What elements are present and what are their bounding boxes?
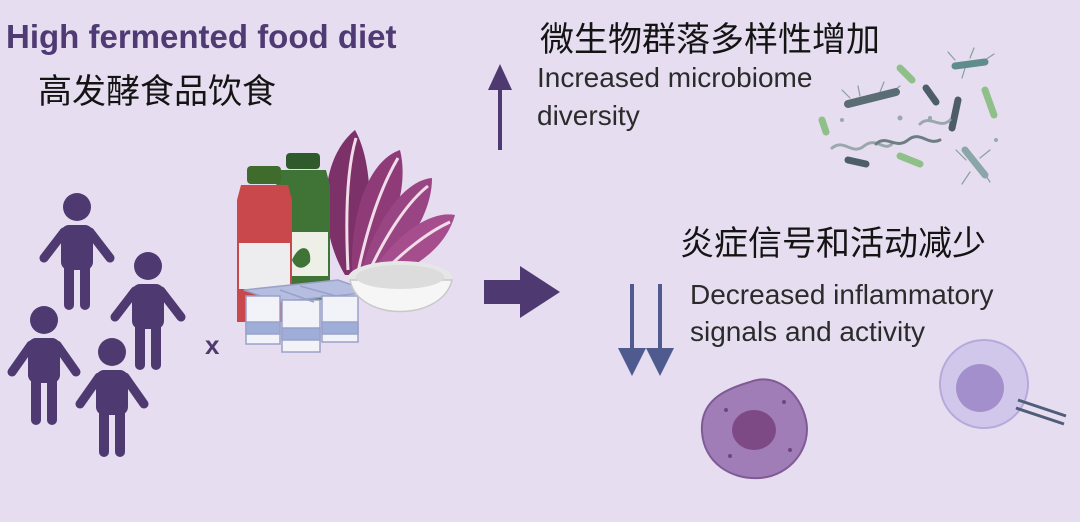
right-arrow-icon [484,266,560,318]
immune-cell-icon [700,339,1067,480]
microbiome-label-en-line1: Increased microbiome [537,62,813,93]
microbiome-label-zh: 微生物群落多样性增加 [540,20,880,60]
up-arrow-icon [488,64,512,150]
diet-title-en: High fermented food diet [6,18,397,55]
double-down-arrow-icon [618,284,674,376]
bacteria-icon [818,47,998,185]
multiplier-sign: x [205,330,220,360]
fermented-food-icon [237,130,455,353]
diet-title-zh: 高发酵食品饮食 [38,72,276,112]
inflammation-label-en-line2: signals and activity [690,316,926,347]
people-group-icon [7,193,186,457]
inflammation-label-zh: 炎症信号和活动减少 [680,224,986,264]
microbiome-label-en-line2: diversity [537,100,640,131]
inflammation-label-en-line1: Decreased inflammatory [690,279,994,310]
